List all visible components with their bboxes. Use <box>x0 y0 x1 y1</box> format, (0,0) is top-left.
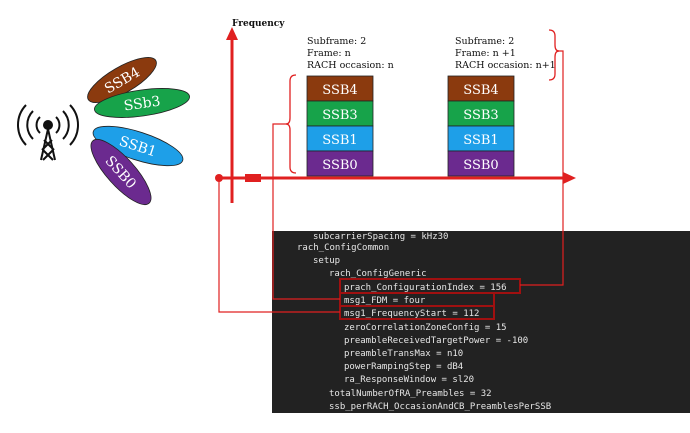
config-line: powerRampingStep = dB4 <box>344 362 463 372</box>
config-panel-bg <box>272 231 690 413</box>
config-line: rach_ConfigGeneric <box>329 269 427 279</box>
frame-group: Subframe: 2 Frame: n +1 RACH occasion: n… <box>447 36 556 177</box>
config-line: zeroCorrelationZoneConfig = 15 <box>344 323 507 333</box>
config-line-msg1-freq-start: msg1_FrequencyStart = 112 <box>344 309 479 319</box>
connectors <box>218 50 564 313</box>
connector-msg1-fdm <box>272 123 340 300</box>
ssb-block-label: SSB0 <box>463 158 498 173</box>
frame-info-subframe: Subframe: 2 <box>307 36 366 47</box>
antenna-tower-icon <box>17 104 79 161</box>
ssb-block-label: SSB4 <box>322 83 357 98</box>
connector-msg1-freq-start <box>218 181 340 313</box>
frame-group: Subframe: 2 Frame: n RACH occasion: n SS… <box>306 36 394 177</box>
ssb-block <box>447 150 515 177</box>
ssb-block <box>306 150 374 177</box>
frame-info-subframe: Subframe: 2 <box>455 36 514 47</box>
connector-prach-index <box>520 50 564 286</box>
config-line-msg1-fdm: msg1_FDM = four <box>344 296 426 306</box>
frequency-axis-arrow-icon <box>226 27 238 40</box>
beam-ellipse <box>87 57 157 103</box>
time-axis-origin-marker <box>215 174 223 182</box>
beam-ellipse <box>92 125 184 167</box>
config-line: totalNumberOfRA_Preambles = 32 <box>329 389 492 399</box>
ssb-block-label: SSB4 <box>463 83 498 98</box>
beam-label: SSb3 <box>123 94 162 115</box>
config-line: preambleTransMax = n10 <box>344 349 463 359</box>
ssb-block-label: SSB3 <box>463 108 498 123</box>
ssb-block <box>306 75 374 102</box>
brackets <box>285 29 560 174</box>
ssb-block <box>306 125 374 152</box>
frame-info-frame: Frame: n +1 <box>455 48 516 59</box>
frame-info-frame: Frame: n <box>307 48 351 59</box>
info-bracket-right <box>548 29 560 81</box>
beam-ellipse <box>94 88 190 118</box>
frame-bracket-left <box>285 74 297 174</box>
frequency-axis-label: Frequency <box>232 19 285 29</box>
ssb-block-label: SSB0 <box>322 158 357 173</box>
config-line: ra_ResponseWindow = sl20 <box>344 375 474 385</box>
config-line: rach_ConfigCommon <box>297 243 389 253</box>
ssb-block-label: SSB1 <box>322 133 357 148</box>
frame-info-rach-occasion: RACH occasion: n <box>307 60 394 71</box>
time-axis-arrow-icon <box>563 172 576 184</box>
config-line: subcarrierSpacing = kHz30 <box>313 232 448 242</box>
config-line-prach-index: prach_ConfigurationIndex = 156 <box>344 283 507 293</box>
config-line: preambleReceivedTargetPower = -100 <box>344 336 528 346</box>
beams: SSB4 SSb3 SSB1 SSB0 <box>87 57 190 205</box>
ssb-block-label: SSB3 <box>322 108 357 123</box>
time-axis-slot-marker <box>245 174 261 182</box>
config-line: ssb_perRACH_OccasionAndCB_PreamblesPerSS… <box>329 402 551 412</box>
beam-ellipse <box>90 139 152 205</box>
ssb-block-label: SSB1 <box>463 133 498 148</box>
config-line: setup <box>313 256 340 266</box>
config-panel: subcarrierSpacing = kHz30 rach_ConfigCom… <box>272 231 690 413</box>
axes: Frequency <box>215 19 576 203</box>
frame-info-rach-occasion: RACH occasion: n+1 <box>455 60 556 71</box>
ssb-block <box>306 100 374 127</box>
